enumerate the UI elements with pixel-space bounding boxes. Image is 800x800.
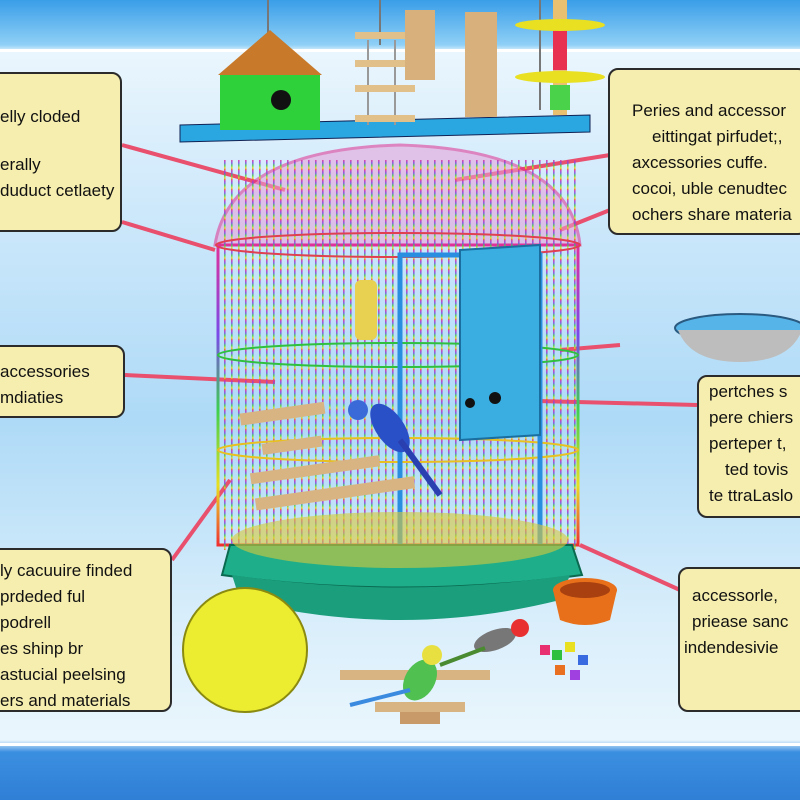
callout-line: perteper t,: [709, 434, 787, 453]
callout-line: es shinp br: [0, 639, 84, 658]
callout-line: indendesivie: [684, 638, 779, 657]
callout-line: podrell: [0, 613, 52, 632]
callout-bottom-right: accessorle, priease sanc indendesivie: [678, 567, 800, 712]
callout-line: te ttraLaslo: [709, 486, 794, 505]
callout-line: cocoi, uble cenudtec: [632, 179, 787, 198]
food-bowl: [553, 578, 617, 625]
macaw-in-cage: [348, 400, 443, 497]
callout-line: Peries and accessor: [632, 101, 787, 120]
callout-line: elly cloded: [0, 107, 81, 126]
callout-line: axcessories cuffe.: [632, 153, 768, 172]
tiered-perch-toy: [515, 0, 605, 115]
callout-line: accessories: [0, 362, 90, 381]
perches: [239, 401, 416, 511]
top-frame-line: [0, 49, 800, 52]
callout-mid-right: pertches s pere chiers perteper t, ted t…: [697, 375, 800, 518]
budgies-on-perch: [340, 619, 529, 724]
callout-line: mdiaties: [0, 388, 64, 407]
seed-feeder: [355, 280, 377, 340]
callout-line: erally: [0, 155, 41, 174]
bottom-frame-line: [0, 743, 800, 746]
callout-bottom-left: ly cacuuire finded prdeded ful podrell e…: [0, 548, 172, 712]
callout-top-right: Peries and accessor eittingat pirfudet;,…: [608, 68, 800, 235]
callout-line: [0, 130, 110, 152]
callout-line: duduct cetlaety ·: [0, 181, 122, 200]
callout-line: ted tovis: [725, 460, 789, 479]
yellow-ball-toy: [182, 587, 308, 713]
callout-line: ly cacuuire finded: [0, 561, 133, 580]
callout-line: eittingat pirfudet;,: [652, 127, 783, 146]
callout-line: ochers share materia: [632, 205, 792, 224]
birdhouse: [218, 30, 322, 130]
callout-line: astucial peelsing: [0, 665, 126, 684]
cage: [213, 143, 584, 620]
colorful-chew-toys: [540, 642, 588, 680]
callout-line: ers and materials: [0, 691, 131, 710]
callout-line: pertches s: [709, 382, 788, 401]
callout-line: prdeded ful: [0, 587, 86, 606]
callout-line: accessorle,: [692, 586, 778, 605]
ladder: [355, 10, 497, 125]
water-dish: [674, 313, 800, 362]
callout-top-left: elly cloded erally duduct cetlaety ·: [0, 72, 122, 232]
callout-line: priease sanc: [692, 612, 789, 631]
callout-mid-left: accessories mdiaties: [0, 345, 125, 418]
callout-line: pere chiers: [709, 408, 794, 427]
